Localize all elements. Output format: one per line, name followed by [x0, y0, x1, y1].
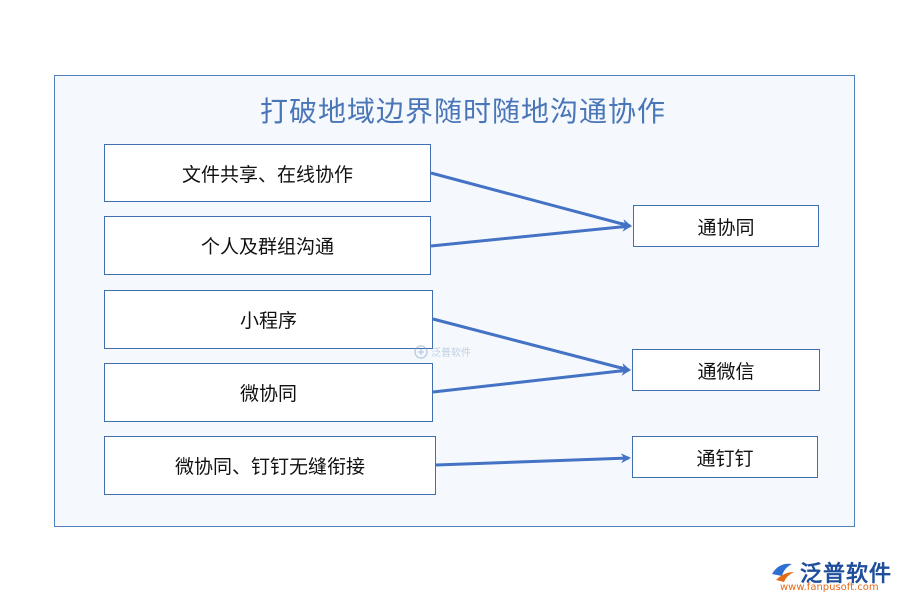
left-box-micro-collab: 微协同: [104, 363, 433, 422]
left-box-group-chat: 个人及群组沟通: [104, 216, 431, 275]
arrow-micro-collab-to-tong-weixin: [432, 365, 631, 394]
brand-logo: 泛普软件: [770, 556, 892, 588]
diagram-title: 打破地域边界随时随地沟通协作: [259, 95, 666, 128]
left-box-dingtalk-link: 微协同、钉钉无缝衔接: [104, 436, 436, 495]
watermark-logo-icon: [414, 344, 428, 359]
brand-logo-icon: [772, 563, 794, 582]
arrow-group-chat-to-tong-xietong: [430, 221, 632, 248]
right-box-tong-dingding: 通钉钉: [632, 436, 818, 478]
watermark-text: 泛普软件: [431, 348, 471, 359]
arrow-dingtalk-to-tong-dingding: [435, 453, 631, 467]
right-box-tong-xietong: 通协同: [633, 205, 819, 247]
watermark: 泛普软件: [414, 344, 471, 359]
brand-url: www.fanpusoft.com: [780, 582, 879, 593]
left-box-mini-program: 小程序: [104, 290, 433, 349]
arrow-file-sharing-to-tong-xietong: [430, 171, 632, 229]
left-box-file-sharing: 文件共享、在线协作: [104, 144, 431, 202]
brand-logo-text: 泛普软件: [800, 562, 893, 587]
right-box-tong-weixin: 通微信: [632, 349, 820, 391]
arrow-mini-program-to-tong-weixin: [432, 317, 631, 373]
